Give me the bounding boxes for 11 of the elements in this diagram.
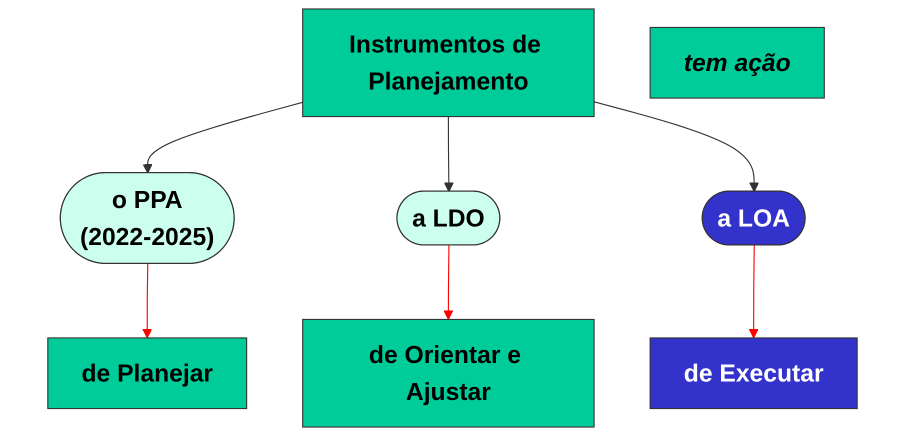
arrow	[444, 116, 454, 192]
node-box: Instrumentos de Planejamento	[302, 8, 595, 118]
arrow	[748, 245, 759, 338]
node-box: de Orientar e Ajustar	[302, 318, 595, 428]
arrow	[443, 245, 454, 320]
arrow	[142, 264, 152, 338]
arrow	[142, 102, 303, 174]
arrow	[594, 101, 760, 192]
node-box: tem ação	[650, 26, 825, 99]
node-box: de Executar	[650, 337, 858, 410]
node-box: de Planejar	[47, 337, 248, 410]
